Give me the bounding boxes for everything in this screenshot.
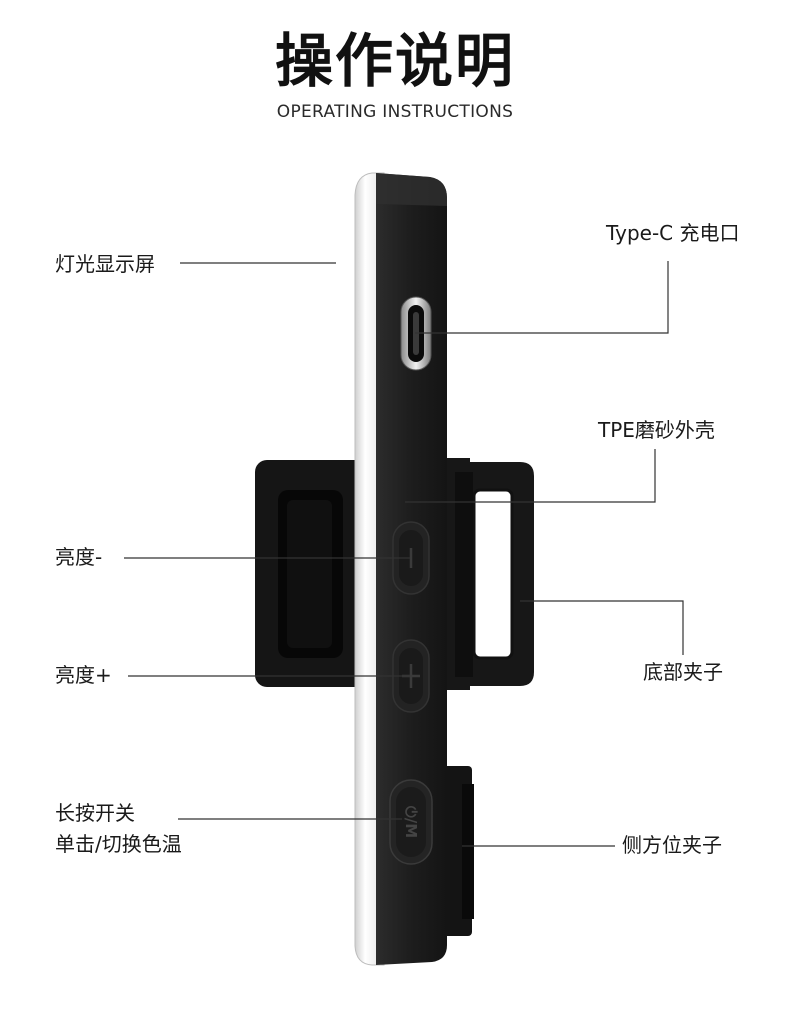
side-clip [440, 766, 474, 936]
page-subtitle: OPERATING INSTRUCTIONS [276, 102, 514, 122]
bottom-clip [255, 458, 534, 690]
page-title: 操作说明 [274, 27, 515, 95]
power-mode-icon: ⏻/M [402, 806, 420, 838]
callout-brightness-up: 亮度+ [55, 663, 112, 687]
callout-display: 灯光显示屏 [55, 252, 155, 276]
leader-shell [405, 449, 656, 503]
callout-side-clip: 侧方位夹子 [622, 833, 722, 857]
callout-brightness-down: 亮度- [55, 545, 103, 569]
leader-typec [415, 261, 669, 334]
svg-text:⏻/M: ⏻/M [402, 806, 420, 838]
callout-typec: Type-C 充电口 [606, 221, 740, 245]
callout-bottom-clip: 底部夹子 [643, 660, 723, 684]
callout-power-line2: 单击/切换色温 [55, 832, 182, 856]
leader-bottom-clip [520, 600, 684, 655]
power-mode-button: ⏻/M [389, 779, 433, 865]
callout-power-line1: 长按开关 [55, 801, 135, 825]
callout-shell: TPE磨砂外壳 [598, 418, 715, 442]
